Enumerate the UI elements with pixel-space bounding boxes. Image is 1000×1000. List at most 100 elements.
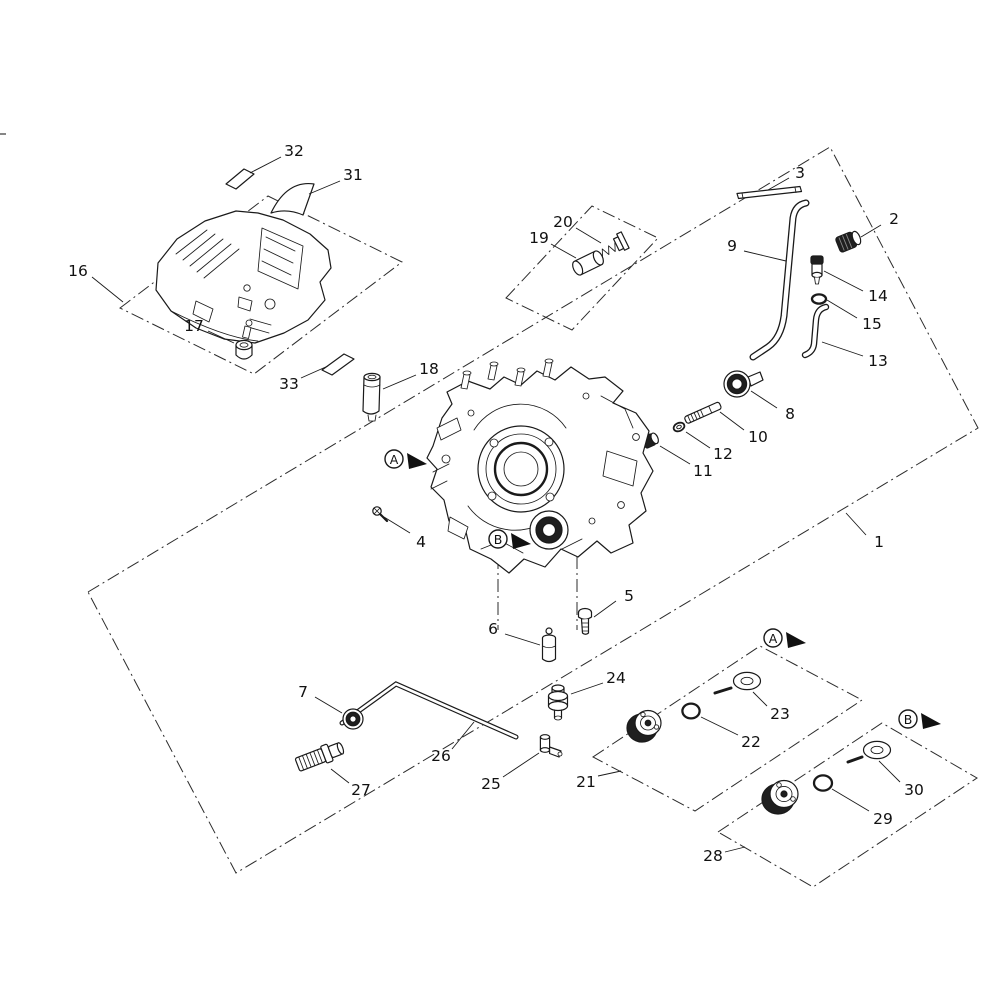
callout-30: 30 <box>878 760 924 799</box>
leader-line <box>752 691 768 707</box>
callout-2: 2 <box>860 210 899 238</box>
parts-layer <box>155 168 892 815</box>
group-21-boundary <box>592 645 863 812</box>
view-marker-B-2: B <box>488 529 531 549</box>
callout-25: 25 <box>481 752 540 793</box>
callout-18: 18 <box>382 360 439 390</box>
marker-letter: A <box>390 452 399 467</box>
part-number-label: 1 <box>874 533 884 551</box>
part-7-grommet <box>342 708 364 730</box>
callout-10: 10 <box>719 411 768 446</box>
part-number-label: 2 <box>889 210 899 228</box>
part-number-label: 21 <box>576 773 596 791</box>
callout-layer: 1234567891011121314151617181920212223242… <box>68 142 924 865</box>
leader-line <box>207 330 235 344</box>
callout-33: 33 <box>279 365 329 393</box>
part-number-label: 16 <box>68 262 88 280</box>
callout-3: 3 <box>767 164 805 191</box>
leader-line <box>743 250 787 262</box>
callout-20: 20 <box>553 213 602 244</box>
marker-letter: B <box>904 712 913 727</box>
group-19-20-boundary <box>505 205 659 331</box>
callout-12: 12 <box>685 431 733 463</box>
part-number-label: 11 <box>693 462 713 480</box>
marker-circle <box>898 709 918 729</box>
group-1-boundary <box>87 146 979 874</box>
leader-line <box>570 682 604 695</box>
callout-7: 7 <box>298 683 343 714</box>
marker-circle <box>763 628 783 648</box>
leader-line <box>831 788 870 812</box>
part-14-valve <box>810 255 824 285</box>
part-number-label: 6 <box>488 620 498 638</box>
part-29-oring <box>812 774 834 792</box>
part-19-bushing <box>572 250 604 276</box>
leader-line <box>845 512 867 536</box>
callout-24: 24 <box>570 669 626 695</box>
part-23-washer <box>713 671 762 695</box>
callout-11: 11 <box>659 445 713 480</box>
part-number-label: 22 <box>741 733 761 751</box>
part-number-label: 19 <box>529 229 549 247</box>
leader-line <box>330 768 350 784</box>
part-number-label: 25 <box>481 775 501 793</box>
marker-letter: B <box>494 532 503 547</box>
part-number-label: 32 <box>284 142 304 160</box>
part-12-washer <box>672 421 686 433</box>
part-9-pipe <box>749 199 810 361</box>
part-8-grommet <box>723 370 764 398</box>
view-direction-arrow-icon <box>407 453 427 469</box>
part-20-screw-spring <box>601 231 630 259</box>
part-1-crankcase <box>426 358 654 574</box>
leader-line <box>700 716 739 736</box>
leader-line <box>382 374 417 390</box>
callout-14: 14 <box>823 270 888 305</box>
part-number-label: 4 <box>416 533 426 551</box>
part-number-label: 28 <box>703 847 723 865</box>
marker-circle <box>384 449 404 469</box>
callout-6: 6 <box>488 620 541 646</box>
leader-line <box>308 180 341 195</box>
callout-1: 1 <box>845 512 884 551</box>
leader-line <box>91 276 124 303</box>
leader-line <box>724 846 746 853</box>
callout-16: 16 <box>68 262 124 303</box>
callout-31: 31 <box>308 166 363 195</box>
leader-line <box>451 721 475 750</box>
part-number-label: 5 <box>624 587 634 605</box>
group-28-boundary <box>717 722 978 888</box>
leader-line <box>767 177 790 191</box>
part-31-deflector <box>270 182 315 216</box>
part-clutch-drum-a <box>626 709 662 743</box>
callout-21: 21 <box>576 770 622 791</box>
leader-line <box>504 633 541 646</box>
leader-line <box>821 341 864 357</box>
part-number-label: 24 <box>606 669 626 687</box>
callout-13: 13 <box>821 341 888 370</box>
leader-line <box>593 600 617 618</box>
part-number-label: 7 <box>298 683 308 701</box>
part-clutch-drum-b <box>761 779 799 815</box>
part-6-plunger <box>541 627 557 663</box>
callout-26: 26 <box>431 721 475 765</box>
part-18-cylinder <box>362 372 381 422</box>
part-10-bolt <box>684 401 722 424</box>
part-33-plate <box>321 353 355 376</box>
part-number-label: 3 <box>795 164 805 182</box>
callout-5: 5 <box>593 587 634 618</box>
callout-22: 22 <box>700 716 761 751</box>
leader-line <box>383 516 411 534</box>
part-2-cap <box>835 230 862 253</box>
leader-line <box>575 227 602 244</box>
part-number-label: 20 <box>553 213 573 231</box>
callout-9: 9 <box>727 237 787 262</box>
part-number-label: 10 <box>748 428 768 446</box>
part-number-label: 29 <box>873 810 893 828</box>
part-number-label: 33 <box>279 375 299 393</box>
leader-line <box>719 411 745 431</box>
leader-line <box>300 365 329 379</box>
view-direction-arrow-icon <box>786 632 806 648</box>
leader-line <box>878 760 901 783</box>
